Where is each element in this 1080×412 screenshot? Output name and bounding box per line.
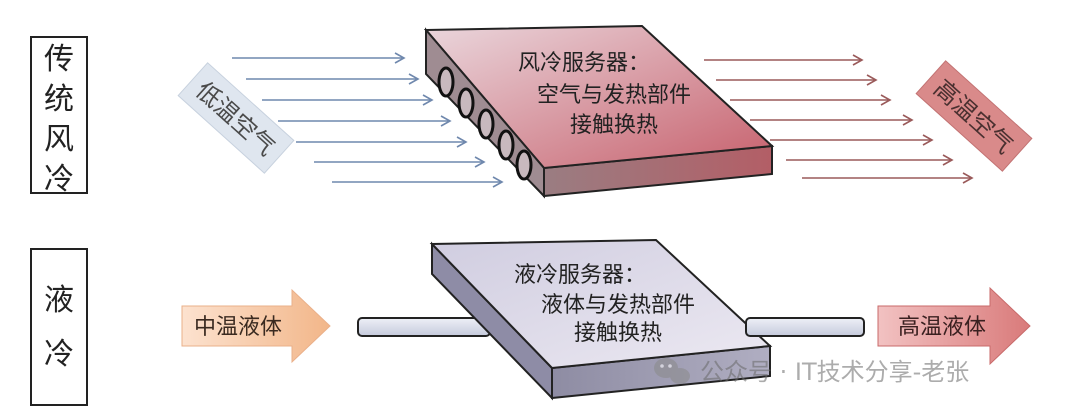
vent-hole: [457, 87, 475, 119]
vent-hole: [497, 129, 515, 161]
air-cooling-label: 传统风冷: [32, 40, 86, 200]
svg-text:公众号 · IT技术分享-老张: 公众号 · IT技术分享-老张: [700, 358, 969, 386]
liquid-server-desc2: 接触换热: [574, 321, 662, 346]
label-char: 风: [44, 122, 74, 157]
vent-hole: [437, 66, 455, 98]
air-server-desc: 空气与发热部件: [537, 83, 691, 108]
vent-hole: [477, 108, 495, 140]
air-cooling-label-box: 传统风冷: [30, 36, 88, 197]
medium-temp-liquid-arrow: 中温液体: [181, 288, 331, 364]
high-temp-liquid-arrow: 高温液体: [877, 286, 1031, 366]
hot-air-arrows: [704, 54, 974, 184]
liquid-server-title: 液冷服务器：: [514, 263, 646, 288]
liquid-server-top-face: [429, 238, 773, 370]
air-server-desc2: 接触换热: [570, 113, 658, 138]
wechat-icon: [654, 358, 690, 384]
svg-text:高温液体: 高温液体: [898, 315, 986, 340]
high-temp-air-tag: 高温空气: [915, 60, 1033, 172]
label-char: 统: [44, 82, 74, 117]
cold-air-arrows: [232, 52, 504, 188]
outlet-pipe: [745, 317, 865, 337]
liquid-cooling-label: 液冷: [32, 274, 86, 382]
label-char: 冷: [44, 162, 74, 197]
label-char: 传: [44, 42, 74, 77]
label-char: 冷: [44, 337, 74, 372]
svg-text:中温液体: 中温液体: [194, 315, 282, 340]
liquid-server-desc: 液体与发热部件: [541, 293, 695, 318]
label-char: 液: [44, 283, 74, 318]
vent-hole: [515, 149, 533, 181]
liquid-cooling-label-box: 液冷: [30, 248, 88, 406]
watermark: 公众号 · IT技术分享-老张: [654, 358, 969, 386]
air-server-title: 风冷服务器：: [518, 51, 650, 76]
air-vent-holes: [437, 66, 533, 181]
air-cooled-server: 风冷服务器： 空气与发热部件 接触换热: [423, 24, 775, 199]
inlet-pipe: [357, 317, 491, 337]
